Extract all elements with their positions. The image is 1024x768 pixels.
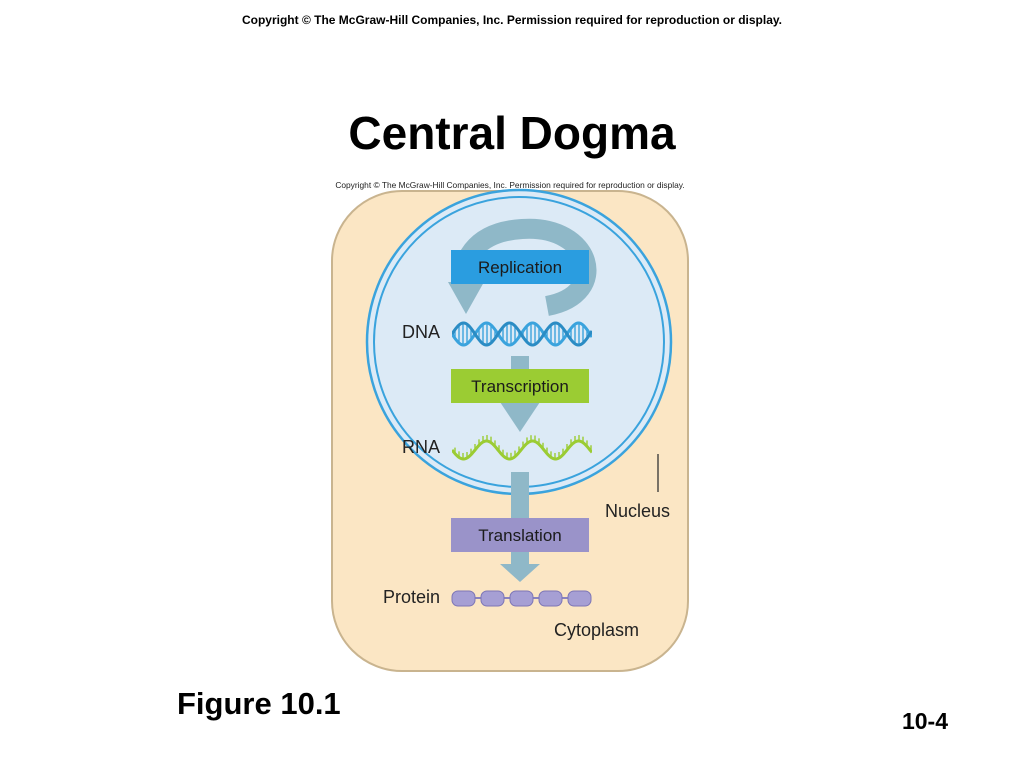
amino-acid-bead: [538, 590, 563, 607]
figure-caption: Figure 10.1: [177, 686, 341, 721]
transcription-box: Transcription: [451, 369, 589, 403]
dna-double-helix: [452, 321, 592, 347]
amino-acid-bead: [451, 590, 476, 607]
figure-copyright: Copyright © The McGraw-Hill Companies, I…: [335, 180, 684, 190]
central-dogma-svg: Copyright © The McGraw-Hill Companies, I…: [331, 180, 689, 672]
translation-box: Translation: [451, 518, 589, 552]
protein-chain: [451, 590, 592, 607]
amino-acid-bead: [480, 590, 505, 607]
protein-label: Protein: [383, 587, 440, 607]
rna-label: RNA: [402, 437, 440, 457]
replication-label: Replication: [478, 258, 562, 277]
dna-label: DNA: [402, 322, 440, 342]
central-dogma-diagram: Copyright © The McGraw-Hill Companies, I…: [312, 174, 712, 674]
translation-label: Translation: [478, 526, 561, 545]
slide-title: Central Dogma: [348, 107, 676, 159]
cytoplasm-label: Cytoplasm: [554, 620, 639, 640]
amino-acid-bead: [509, 590, 534, 607]
slide-copyright: Copyright © The McGraw-Hill Companies, I…: [241, 13, 783, 27]
rna-single-strand: [452, 435, 592, 461]
replication-box: Replication: [451, 250, 589, 284]
amino-acid-bead: [567, 590, 592, 607]
nucleus-label: Nucleus: [605, 501, 670, 521]
transcription-label: Transcription: [471, 377, 569, 396]
page-number: 10-4: [901, 708, 948, 734]
